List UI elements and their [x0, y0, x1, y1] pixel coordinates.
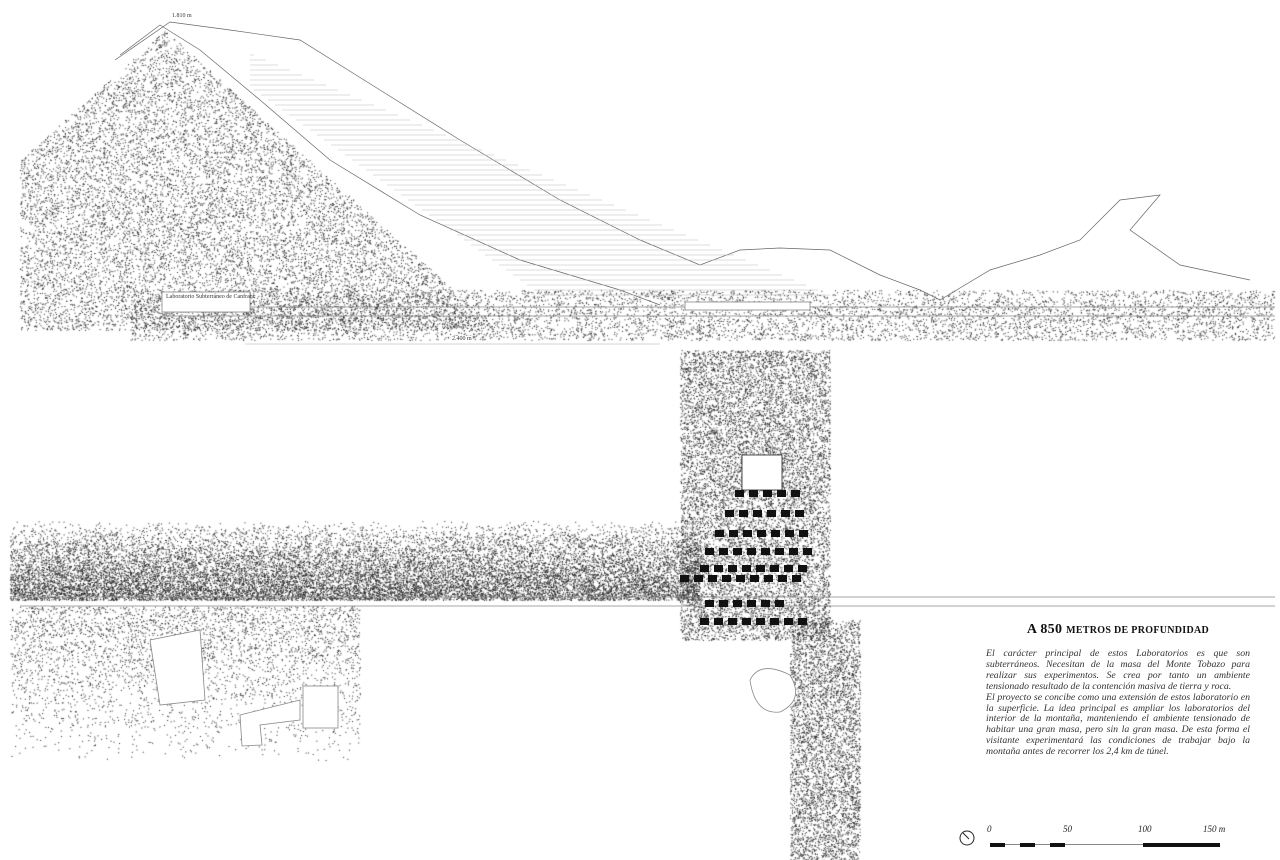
plan-block	[798, 618, 807, 625]
plan-block	[733, 600, 742, 607]
scale-bar-graphic	[990, 843, 1220, 847]
north-arrow-icon	[959, 830, 975, 846]
plan-block	[764, 575, 773, 582]
plan-block	[750, 575, 759, 582]
lab-box	[161, 291, 251, 313]
plan-block	[778, 575, 787, 582]
plan-block	[714, 565, 723, 572]
plan-block	[775, 548, 784, 555]
plan-block	[775, 600, 784, 607]
plan-block	[799, 530, 808, 537]
plan-block	[742, 565, 751, 572]
plan-block	[733, 548, 742, 555]
scale-bar: 0 50 100 150 m	[955, 824, 1245, 854]
scale-tick-100: 100	[1138, 824, 1152, 834]
plan-block	[735, 490, 744, 497]
scale-tick-0: 0	[987, 824, 992, 834]
plan-block	[722, 575, 731, 582]
plan-building	[149, 629, 206, 706]
plan-block	[719, 548, 728, 555]
plan-block	[784, 618, 793, 625]
plan-block	[742, 618, 751, 625]
project-section	[684, 301, 811, 311]
plan-block	[756, 565, 765, 572]
plan-block	[761, 548, 770, 555]
plan-block	[771, 530, 780, 537]
plan-block	[694, 575, 703, 582]
project-plan-blocks	[680, 490, 812, 625]
plan-block	[705, 548, 714, 555]
plan-block	[789, 548, 798, 555]
plan-block	[680, 575, 689, 582]
plan-block	[761, 600, 770, 607]
tunnel-length-label: 2.400 m	[452, 336, 472, 343]
plan-block	[795, 510, 804, 517]
plan-round-hall	[749, 668, 797, 713]
plan-building	[302, 685, 339, 729]
plan-block	[803, 548, 812, 555]
plan-block	[763, 490, 772, 497]
plan-block	[705, 600, 714, 607]
plan-block	[708, 575, 717, 582]
panel-title: A 850 metros de profundidad	[986, 622, 1250, 639]
plan-block	[725, 510, 734, 517]
plan-block	[792, 575, 801, 582]
paragraph-2: El proyecto se concibe como una extensió…	[986, 691, 1250, 758]
plan-block	[736, 575, 745, 582]
plan-block	[753, 510, 762, 517]
mountain-profile	[114, 21, 1251, 301]
plan-block	[728, 565, 737, 572]
plan-block	[770, 565, 779, 572]
plan-block	[700, 565, 709, 572]
plan-block	[715, 530, 724, 537]
plan-block	[714, 618, 723, 625]
plan-block	[777, 490, 786, 497]
plan-block	[757, 530, 766, 537]
plan-block	[784, 565, 793, 572]
plan-block	[798, 565, 807, 572]
plan-block	[729, 530, 738, 537]
lab-label: Laboratorio Subterráneo de Canfranc	[166, 294, 256, 300]
title-rest: metros de profundidad	[1066, 625, 1210, 636]
plan-block	[747, 548, 756, 555]
scale-tick-50: 50	[1063, 824, 1072, 834]
plan-block	[700, 618, 709, 625]
plan-block	[749, 490, 758, 497]
plan-block	[719, 600, 728, 607]
mountain-hatch	[250, 54, 830, 296]
plan-block	[739, 510, 748, 517]
plan-block	[747, 600, 756, 607]
paragraph-1: El carácter principal de estos Laborator…	[986, 648, 1250, 692]
scale-tick-150: 150 m	[1203, 824, 1226, 834]
peak-altitude-label: 1.810 m	[172, 13, 192, 19]
plan-block	[743, 530, 752, 537]
plan-block	[770, 618, 779, 625]
plan-block	[781, 510, 790, 517]
plan-building	[239, 699, 301, 747]
description-panel: A 850 metros de profundidad El carácter …	[986, 622, 1250, 758]
plan-block	[767, 510, 776, 517]
plan-block	[756, 618, 765, 625]
plan-block	[785, 530, 794, 537]
plan-tower	[741, 454, 783, 491]
plan-block	[728, 618, 737, 625]
title-number: A 850	[1026, 622, 1063, 637]
plan-block	[791, 490, 800, 497]
